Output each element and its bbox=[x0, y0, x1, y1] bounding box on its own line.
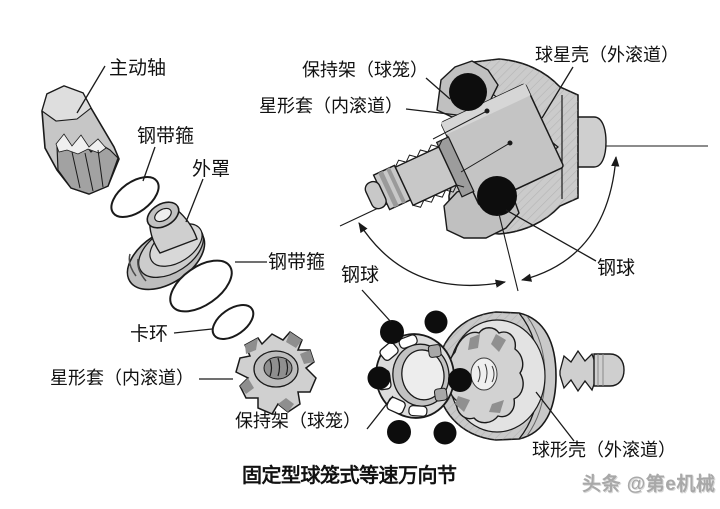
stub-spline-collar bbox=[559, 349, 598, 393]
label-boot: 外罩 bbox=[192, 159, 231, 180]
star-sleeve-assembly-drawing bbox=[448, 327, 524, 424]
band-clamp-upper-drawing bbox=[110, 176, 160, 218]
star-sleeve-exploded-drawing bbox=[235, 331, 317, 415]
diagram-caption: 固定型球笼式等速万向节 bbox=[242, 465, 457, 487]
label-cage-assembly: 保持架（球笼） bbox=[235, 411, 361, 431]
label-outer-shell-assembly: 球形壳（外滚道） bbox=[532, 440, 676, 460]
cv-joint-section-figure bbox=[339, 58, 708, 292]
steel-balls-assembly bbox=[367, 310, 472, 445]
watermark-text: 头条 @第e机械 bbox=[582, 474, 716, 495]
label-band-clamp-lower: 钢带箍 bbox=[268, 252, 326, 273]
label-star-sleeve-exploded: 星形套（内滚道） bbox=[50, 368, 194, 388]
leader-lines bbox=[76, 65, 597, 442]
snap-ring-drawing bbox=[211, 304, 255, 340]
stub-shaft bbox=[575, 116, 607, 168]
label-star-sleeve-section: 星形套（内滚道） bbox=[259, 96, 403, 116]
label-steel-ball-section: 钢球 bbox=[597, 258, 636, 279]
cv-joint-assembly-figure bbox=[367, 310, 625, 445]
stub-shaft-assembly bbox=[593, 353, 625, 387]
cage-assembly-drawing bbox=[375, 333, 455, 419]
label-cage-section: 保持架（球笼） bbox=[302, 60, 428, 80]
label-steel-ball-assembly: 钢球 bbox=[341, 265, 380, 286]
band-clamp-lower-drawing bbox=[169, 259, 233, 313]
label-outer-shell-section: 球星壳（外滚道） bbox=[535, 45, 679, 65]
label-drive-shaft: 主动轴 bbox=[109, 58, 167, 79]
steel-ball-section-upper bbox=[449, 73, 487, 111]
swing-angle-arc-left bbox=[358, 222, 507, 288]
label-band-clamp-upper: 钢带箍 bbox=[137, 126, 195, 147]
swing-angle-arc-right bbox=[520, 155, 620, 282]
label-snap-ring: 卡环 bbox=[130, 324, 169, 345]
drive-shaft-drawing bbox=[41, 85, 120, 195]
steel-ball-section-lower bbox=[477, 176, 517, 216]
